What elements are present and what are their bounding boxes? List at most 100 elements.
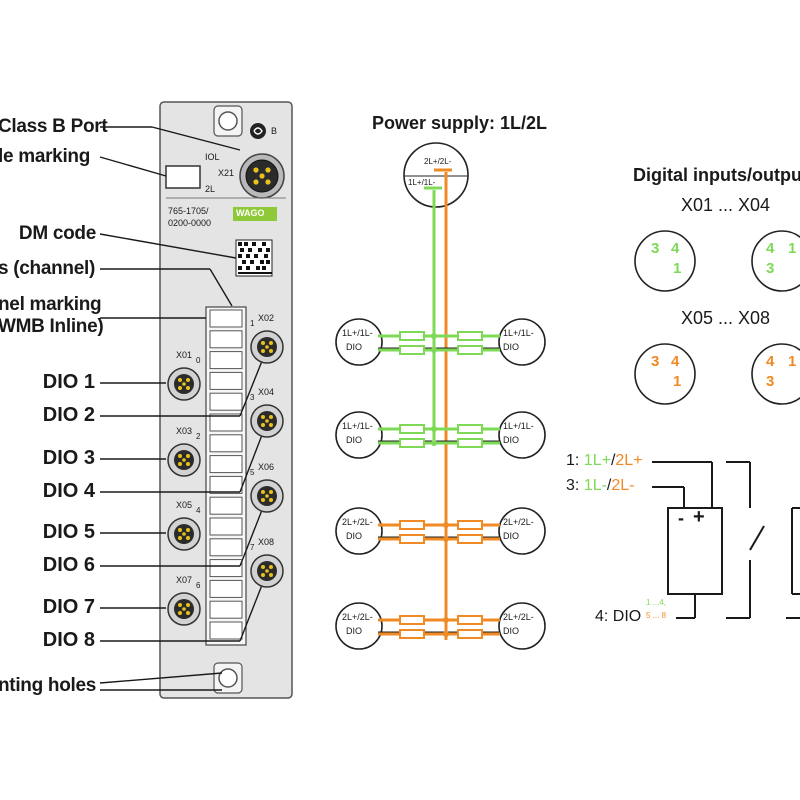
- port-name-left: X05: [176, 500, 193, 510]
- label-panel-marking-1: nel marking: [0, 294, 102, 315]
- label-mounting-holes: nting holes: [0, 675, 97, 696]
- power-conn-left-bottom: DIO: [346, 435, 363, 445]
- led-cell: [209, 309, 243, 328]
- power-top-1l: 1L+/1L-: [408, 178, 436, 187]
- port-num-right: 3: [250, 393, 255, 402]
- fuse: [457, 424, 483, 434]
- pin-number: 1: [673, 260, 682, 277]
- digital-title: Digital inputs/outpu: [633, 165, 800, 185]
- port-num-right: 7: [250, 543, 255, 552]
- device-ports: [167, 330, 284, 626]
- led-cell: [209, 600, 243, 619]
- led-cell: [209, 455, 243, 474]
- led-cell: [209, 392, 243, 411]
- pin-number: 3: [766, 373, 775, 390]
- wiring-pin4-sub: 5 ... 8: [646, 611, 667, 620]
- part-number-2: 0200-0000: [168, 218, 212, 228]
- dio-leaders: [100, 360, 263, 642]
- label-leaders: [99, 126, 241, 691]
- mounting-hole-top: [218, 111, 238, 131]
- pin-number: 3: [651, 353, 660, 370]
- led-cell: [209, 330, 243, 349]
- led-cell: [209, 475, 243, 494]
- wiring-pin4: 4: DIO: [595, 608, 642, 625]
- pin-number: 4: [766, 240, 775, 257]
- wiring-pin4-sup: 1 ...4,: [646, 598, 667, 607]
- io-link-logo-icon: [250, 123, 266, 139]
- dio-label-6: DIO 6: [42, 554, 95, 576]
- digital-group-1: X01 ... X04: [681, 195, 771, 215]
- part-number-1: 765-1705/: [168, 206, 209, 216]
- x21-label: X21: [218, 168, 235, 178]
- fuse: [457, 520, 483, 530]
- port-name-left: X01: [176, 350, 193, 360]
- power-connector-left: [335, 411, 383, 459]
- dio-label-8: DIO 8: [42, 629, 95, 651]
- dio-label-5: DIO 5: [42, 521, 95, 543]
- power-connector-left: [335, 602, 383, 650]
- power-connector-right: [498, 507, 546, 555]
- pinout-x01-x04-left: [634, 230, 696, 292]
- port-num-right: 1: [250, 319, 255, 328]
- power-conn-right-bottom: DIO: [503, 626, 520, 636]
- fuse: [457, 615, 483, 625]
- port-letter: B: [271, 126, 278, 136]
- fuse: [399, 424, 425, 434]
- power-connector: [403, 142, 469, 208]
- sensor-minus: -: [678, 508, 684, 528]
- fuse: [457, 629, 483, 639]
- led-strip: [205, 306, 247, 646]
- fuse: [457, 534, 483, 544]
- label-class-b-port: Class B Port: [0, 116, 108, 137]
- port-num-left: 2: [196, 432, 201, 441]
- label-panel-marking-2: WMB Inline): [0, 316, 104, 337]
- power-conn-right-top: 2L+/2L-: [503, 612, 534, 622]
- power-supply-diagram: [335, 142, 546, 650]
- led-cell: [209, 434, 243, 453]
- iol-label: IOL: [205, 152, 220, 162]
- pin-number: 1: [673, 373, 682, 390]
- dio-label-7: DIO 7: [42, 596, 95, 618]
- power-connector-right: [498, 602, 546, 650]
- pin-number: 3: [651, 240, 660, 257]
- power-conn-left-bottom: DIO: [346, 626, 363, 636]
- led-cell: [209, 413, 243, 432]
- port-num-left: 0: [196, 356, 201, 365]
- fuse: [399, 629, 425, 639]
- power-connector-left: [335, 507, 383, 555]
- fuse: [399, 438, 425, 448]
- label-channel: s (channel): [0, 258, 95, 279]
- pin-number: 4: [671, 240, 680, 257]
- mounting-hole-bottom: [218, 668, 238, 688]
- power-conn-left-top: 2L+/2L-: [342, 612, 373, 622]
- port-name-right: X08: [258, 537, 275, 547]
- dio-label-1: DIO 1: [42, 371, 95, 393]
- power-connector-right: [498, 318, 546, 366]
- wiring-pin1: 1: 1L+/2L+: [566, 452, 643, 469]
- power-conn-left-top: 2L+/2L-: [342, 517, 373, 527]
- fuse: [457, 331, 483, 341]
- sensor-box: [667, 507, 723, 595]
- wiring-pin3: 3: 1L-/2L-: [566, 477, 635, 494]
- pin-number: 4: [671, 353, 680, 370]
- fuse: [457, 345, 483, 355]
- led-cell: [209, 538, 243, 557]
- sensor-plus: +: [693, 506, 705, 528]
- fuse: [399, 534, 425, 544]
- port-num-left: 4: [196, 506, 201, 515]
- power-conn-right-top: 1L+/1L-: [503, 328, 534, 338]
- led-cell: [209, 559, 243, 578]
- power-conn-right-bottom: DIO: [503, 531, 520, 541]
- wago-logo: [233, 207, 277, 221]
- power-connector-left: [335, 318, 383, 366]
- pinout-x05-x08-right: [751, 343, 800, 405]
- pinout-x05-x08-left: [634, 343, 696, 405]
- power-conn-right-bottom: DIO: [503, 435, 520, 445]
- port-name-right: X06: [258, 462, 275, 472]
- power-conn-left-bottom: DIO: [346, 531, 363, 541]
- power-connector-right: [498, 411, 546, 459]
- digital-group-2: X05 ... X08: [681, 308, 771, 328]
- power-conn-left-top: 1L+/1L-: [342, 421, 373, 431]
- dio-label-2: DIO 2: [42, 404, 95, 426]
